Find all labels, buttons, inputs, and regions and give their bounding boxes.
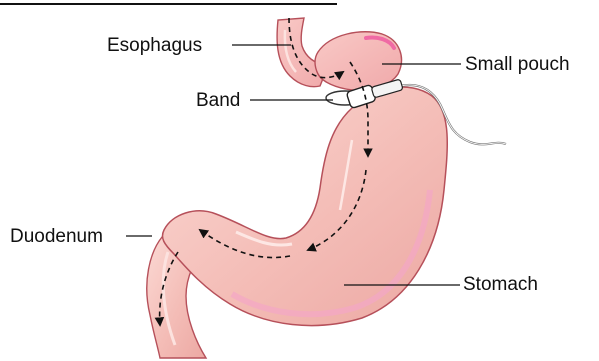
duodenum-label: Duodenum xyxy=(10,227,103,246)
esophagus-label: Esophagus xyxy=(107,36,202,55)
stomach-label: Stomach xyxy=(463,275,538,294)
band-label: Band xyxy=(196,91,240,110)
stomach-shape xyxy=(162,87,447,326)
small-pouch-label: Small pouch xyxy=(465,55,570,74)
